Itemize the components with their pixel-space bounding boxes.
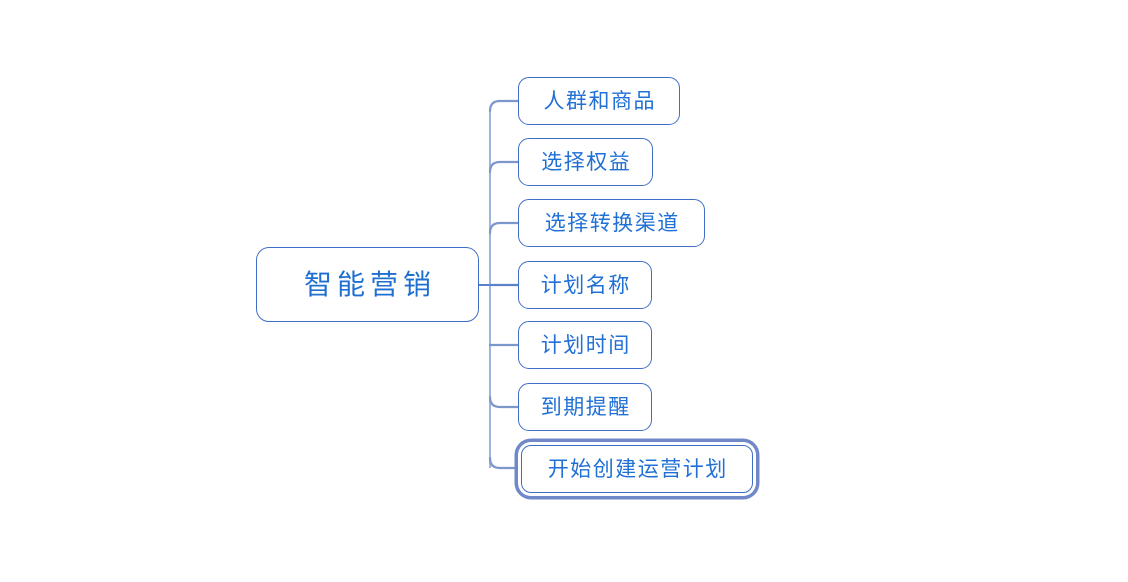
node-label: 人群和商品 <box>543 89 656 113</box>
root-node-label: 智能营销 <box>303 268 436 300</box>
node-plan-name[interactable]: 计划名称 <box>518 261 652 309</box>
node-label: 到期提醒 <box>540 395 631 419</box>
node-expiry-reminder[interactable]: 到期提醒 <box>518 383 652 431</box>
connector-branch-3 <box>488 221 520 235</box>
node-label: 选择转换渠道 <box>544 211 680 235</box>
node-select-benefits[interactable]: 选择权益 <box>518 138 653 186</box>
node-select-conversion-channel[interactable]: 选择转换渠道 <box>518 199 705 247</box>
connector-branch-1 <box>488 99 520 113</box>
node-label: 开始创建运营计划 <box>547 457 728 481</box>
connector-branch-6 <box>488 395 520 409</box>
node-audience-and-products[interactable]: 人群和商品 <box>518 77 680 125</box>
node-start-create-operation-plan[interactable]: 开始创建运营计划 <box>521 445 753 493</box>
connector-branch-7 <box>488 456 516 470</box>
node-label: 计划名称 <box>540 273 631 297</box>
root-node-smart-marketing[interactable]: 智能营销 <box>256 247 479 322</box>
node-label: 计划时间 <box>540 333 631 357</box>
connector-branch-2 <box>488 160 520 174</box>
node-label: 选择权益 <box>541 150 632 174</box>
node-plan-time[interactable]: 计划时间 <box>518 321 652 369</box>
